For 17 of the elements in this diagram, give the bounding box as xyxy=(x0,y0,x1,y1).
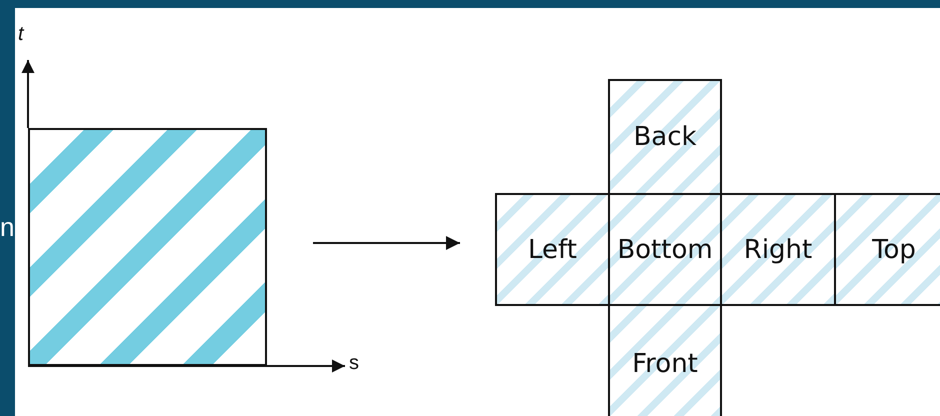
cube-face xyxy=(720,193,836,306)
face-label: Top xyxy=(872,234,916,264)
face-label: Left xyxy=(528,234,577,264)
cube-face xyxy=(608,304,722,416)
cube-face xyxy=(608,79,722,195)
face-label: Back xyxy=(633,122,697,152)
cut-off-text: n xyxy=(0,214,14,240)
face-label: Bottom xyxy=(617,234,713,264)
axis-label: t xyxy=(18,24,24,44)
arrow xyxy=(313,236,460,250)
face-label: Front xyxy=(632,349,698,379)
cube-face xyxy=(495,193,610,306)
cube-face xyxy=(834,193,940,306)
cube-face xyxy=(608,193,722,306)
texture-square xyxy=(28,128,267,366)
face-label: Right xyxy=(744,234,812,264)
axis-label: s xyxy=(349,353,359,373)
